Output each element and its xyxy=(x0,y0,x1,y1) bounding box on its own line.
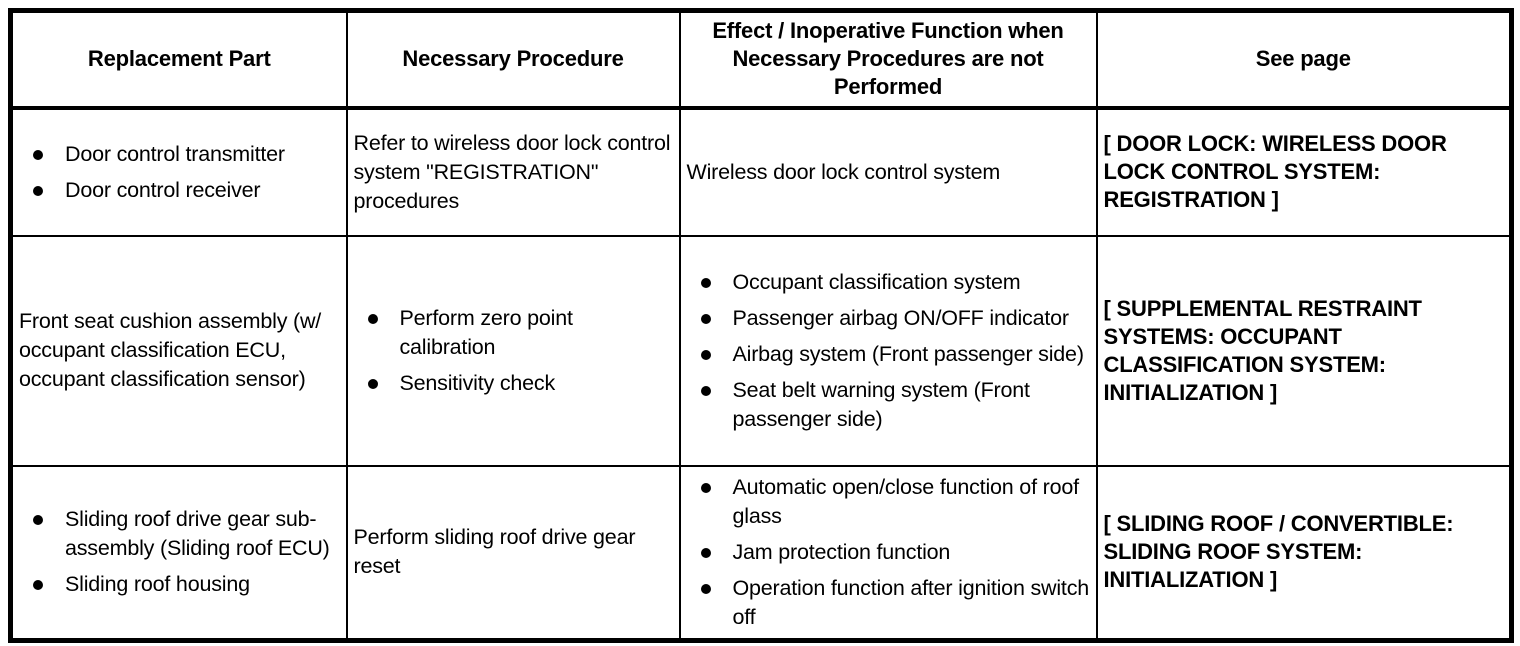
header-row: Replacement Part Necessary Procedure Eff… xyxy=(9,9,1513,110)
cell-replacement-part: Sliding roof drive gear sub-assembly (Sl… xyxy=(9,464,348,641)
list-item-text: Airbag system (Front passenger side) xyxy=(732,341,1084,366)
table-row-sliding-roof: Sliding roof drive gear sub-assembly (Sl… xyxy=(9,464,1513,641)
replacement-procedures-table: Replacement Part Necessary Procedure Eff… xyxy=(8,8,1514,643)
list-item-text: Operation function after ignition switch… xyxy=(732,575,1090,629)
cell-necessary-procedure: Perform sliding roof drive gear reset xyxy=(345,464,681,641)
header-replacement-part: Replacement Part xyxy=(9,9,348,110)
list-item: Automatic open/close function of roof gl… xyxy=(700,473,1090,531)
bullet-icon xyxy=(700,349,711,360)
list-item-text: Automatic open/close function of roof gl… xyxy=(732,474,1080,528)
bullet-icon xyxy=(33,515,43,525)
bullet-icon xyxy=(700,583,711,594)
bullet-icon xyxy=(33,185,43,196)
cell-effect: Wireless door lock control system xyxy=(678,106,1098,237)
bullet-icon xyxy=(33,580,43,590)
bullet-icon xyxy=(367,313,378,324)
list-item-text: Seat belt warning system (Front passenge… xyxy=(732,377,1031,431)
cell-effect: Automatic open/close function of roof gl… xyxy=(678,464,1098,641)
list-item-text: Door control receiver xyxy=(65,177,261,202)
necessary-procedure-text: Perform sliding roof drive gear reset xyxy=(353,525,636,578)
list-item: Seat belt warning system (Front passenge… xyxy=(700,376,1090,434)
bullet-icon xyxy=(700,547,711,558)
list-item-text: Perform zero point calibration xyxy=(399,305,573,359)
list-item: Perform zero point calibration xyxy=(367,304,673,362)
replacement-part-text: Front seat cushion assembly (w/ occupant… xyxy=(19,309,322,391)
header-effect-inoperative-function: Effect / Inoperative Function when Neces… xyxy=(678,9,1098,110)
replacement-part-list: Sliding roof drive gear sub-assembly (Sl… xyxy=(13,505,340,599)
list-item: Sliding roof drive gear sub-assembly (Sl… xyxy=(33,505,340,563)
bullet-icon xyxy=(700,482,711,493)
list-item: Door control receiver xyxy=(33,176,340,205)
cell-see-page: [ SLIDING ROOF / CONVERTIBLE: SLIDING RO… xyxy=(1095,464,1513,641)
effect-text: Wireless door lock control system xyxy=(686,159,1001,184)
cell-replacement-part: Front seat cushion assembly (w/ occupant… xyxy=(9,234,348,467)
bullet-icon xyxy=(700,277,711,288)
effect-list: Automatic open/close function of roof gl… xyxy=(682,473,1090,632)
necessary-procedure-text: Refer to wireless door lock control syst… xyxy=(353,130,671,213)
list-item-text: Sensitivity check xyxy=(399,370,556,395)
list-item-text: Sliding roof drive gear sub-assembly (Sl… xyxy=(65,507,330,560)
see-page-reference: [ SUPPLEMENTAL RESTRAINT SYSTEMS: OCCUPA… xyxy=(1103,295,1422,405)
list-item: Passenger airbag ON/OFF indicator xyxy=(700,304,1090,333)
bullet-icon xyxy=(33,149,43,160)
cell-see-page: [ DOOR LOCK: WIRELESS DOOR LOCK CONTROL … xyxy=(1095,106,1513,237)
list-item: Operation function after ignition switch… xyxy=(700,574,1090,632)
list-item: Occupant classification system xyxy=(700,268,1090,297)
list-item-text: Door control transmitter xyxy=(65,141,285,166)
list-item: Sliding roof housing xyxy=(33,570,340,599)
header-see-page: See page xyxy=(1095,9,1513,110)
list-item-text: Sliding roof housing xyxy=(65,572,250,596)
list-item-text: Passenger airbag ON/OFF indicator xyxy=(732,305,1070,330)
list-item: Jam protection function xyxy=(700,538,1090,567)
bullet-icon xyxy=(700,385,711,396)
table-row-occupant-classification: Front seat cushion assembly (w/ occupant… xyxy=(9,234,1513,467)
list-item: Door control transmitter xyxy=(33,140,340,169)
list-item-text: Jam protection function xyxy=(732,539,951,564)
bullet-icon xyxy=(367,378,378,389)
header-necessary-procedure: Necessary Procedure xyxy=(345,9,681,110)
list-item-text: Occupant classification system xyxy=(732,269,1021,294)
list-item: Sensitivity check xyxy=(367,369,673,398)
list-item: Airbag system (Front passenger side) xyxy=(700,340,1090,369)
cell-necessary-procedure: Refer to wireless door lock control syst… xyxy=(345,106,681,237)
see-page-reference: [ DOOR LOCK: WIRELESS DOOR LOCK CONTROL … xyxy=(1103,131,1447,212)
see-page-reference: [ SLIDING ROOF / CONVERTIBLE: SLIDING RO… xyxy=(1103,511,1454,592)
cell-see-page: [ SUPPLEMENTAL RESTRAINT SYSTEMS: OCCUPA… xyxy=(1095,234,1513,467)
bullet-icon xyxy=(700,313,711,324)
